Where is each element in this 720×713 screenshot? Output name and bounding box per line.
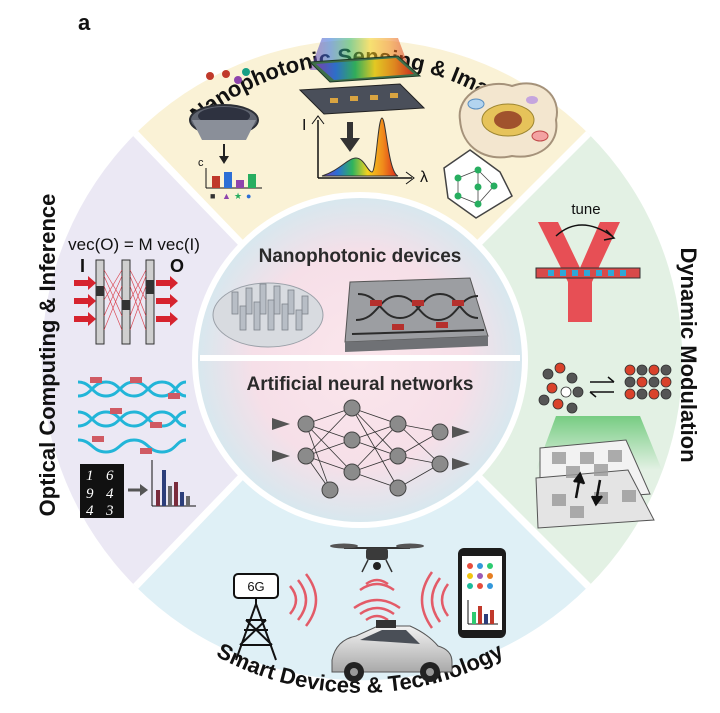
svg-text:★: ★ (234, 191, 242, 201)
cell-icon (443, 82, 558, 219)
matrix-equation: vec(O) = M vec(I) (68, 235, 200, 254)
center-upper-label: Nanophotonic devices (259, 246, 462, 267)
spectrum-plot-icon: I λ (302, 115, 428, 186)
concentration-bars-icon: c ■ ▲★ ● (198, 157, 262, 201)
drone-icon (330, 543, 424, 573)
tunable-lattice-icon (535, 416, 662, 529)
phase-transition-icon (538, 362, 672, 414)
computing-section: vec(O) = M vec(I) I O (68, 235, 200, 519)
bar-axis-label: c (198, 157, 204, 169)
output-label: O (170, 256, 184, 276)
digit-5: 4 (86, 503, 94, 519)
spectrum-y-label: I (302, 117, 306, 134)
signal-waves-right (420, 571, 450, 629)
svg-text:■: ■ (210, 191, 215, 201)
matrix-processor-icon (74, 259, 178, 345)
digit-3: 9 (86, 486, 94, 502)
modulation-section: tune (535, 201, 672, 529)
spectral-imager-icon (298, 38, 426, 152)
digit-6: 3 (105, 503, 114, 519)
sensor-dish-icon (189, 68, 259, 164)
center-lower-label: Artificial neural networks (246, 374, 473, 395)
neural-network-icon (272, 399, 470, 499)
digit-4: 4 (106, 486, 114, 502)
tune-label: tune (571, 201, 600, 218)
digit-classifier-icon: 1 6 9 4 4 3 (80, 460, 196, 519)
y-splitter-icon: tune (535, 201, 641, 322)
devices-section: 6G (233, 543, 506, 682)
input-label: I (80, 256, 85, 276)
smartphone-icon (458, 548, 506, 638)
svg-text:▲: ▲ (222, 191, 231, 201)
metasurface-icon (212, 282, 324, 348)
tower-label: 6G (247, 579, 264, 594)
spectrum-x-label: λ (420, 169, 428, 186)
signal-waves-left (289, 573, 318, 627)
car-icon (331, 620, 453, 682)
panel-label: a (78, 10, 91, 35)
cell-tower-icon: 6G (233, 573, 279, 661)
signal-waves-center (353, 578, 401, 622)
mzi-mesh-icon (77, 380, 187, 454)
mesh-chip-icon (344, 277, 489, 352)
svg-text:●: ● (246, 191, 251, 201)
sensing-section: c ■ ▲★ ● I (189, 38, 558, 219)
phase-shifters (90, 377, 180, 454)
center-panel: Nanophotonic devices Artificial neural n… (198, 198, 522, 522)
digit-1: 1 (86, 468, 94, 484)
title-computing: Optical Computing & Inference (35, 194, 60, 517)
digit-2: 6 (106, 468, 114, 484)
title-modulation: Dynamic Modulation (676, 247, 701, 462)
